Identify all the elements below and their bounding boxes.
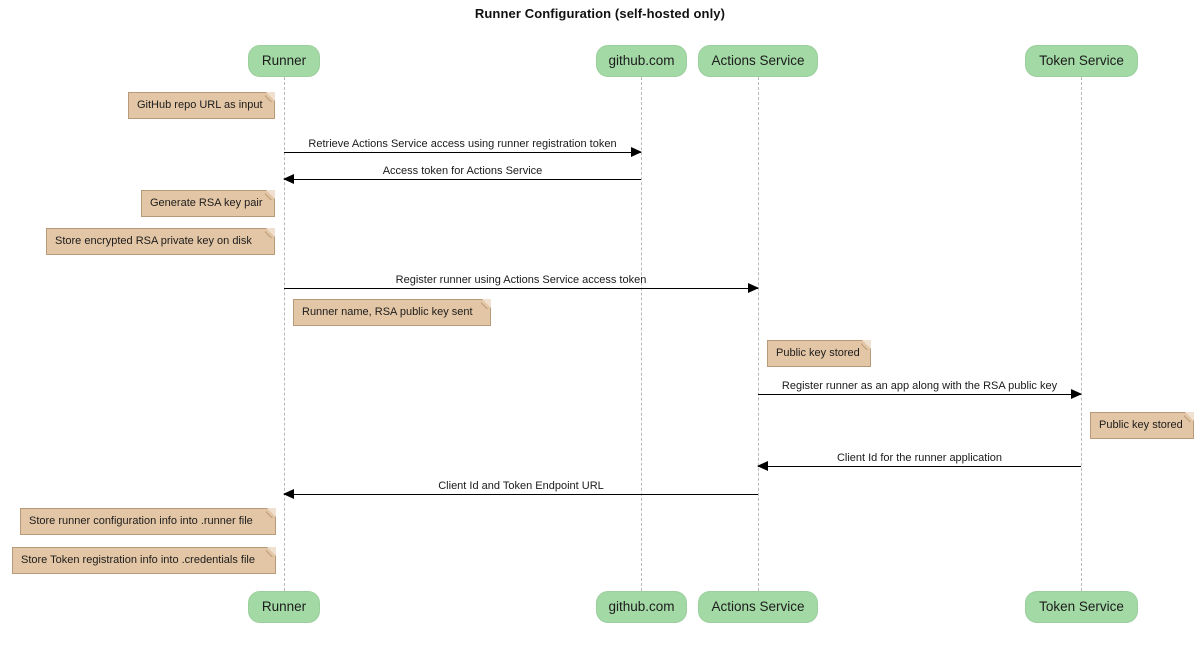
message-m2: Access token for Actions Service <box>283 165 641 184</box>
note-n1: GitHub repo URL as input <box>128 92 275 119</box>
message-label: Access token for Actions Service <box>382 165 543 177</box>
message-m1: Retrieve Actions Service access using ru… <box>284 138 642 157</box>
note-n8: Store Token registration info into .cred… <box>12 547 276 574</box>
note-text: Generate RSA key pair <box>150 197 263 209</box>
participant-runner-bottom[interactable]: Runner <box>248 591 320 623</box>
note-fold-edge-icon <box>481 299 491 309</box>
note-fold-edge-icon <box>1184 412 1194 422</box>
participant-runner-top[interactable]: Runner <box>248 45 320 77</box>
message-m4: Register runner as an app along with the… <box>758 380 1082 399</box>
note-text: Store encrypted RSA private key on disk <box>55 235 252 247</box>
note-fold-edge-icon <box>265 92 275 102</box>
participant-label: Actions Service <box>711 599 805 614</box>
participant-actions-bottom[interactable]: Actions Service <box>698 591 818 623</box>
arrowhead-left-icon <box>283 174 294 184</box>
participant-label: Token Service <box>1039 53 1124 68</box>
participant-label: Token Service <box>1039 599 1124 614</box>
note-fold-edge-icon <box>265 190 275 200</box>
participant-label: github.com <box>608 599 675 614</box>
participant-label: Actions Service <box>711 53 805 68</box>
note-text: Public key stored <box>1099 419 1183 431</box>
message-label: Retrieve Actions Service access using ru… <box>308 138 617 150</box>
lifeline-runner <box>284 77 285 591</box>
arrowhead-left-icon <box>283 489 294 499</box>
message-label: Client Id and Token Endpoint URL <box>438 480 604 492</box>
message-label: Client Id for the runner application <box>836 452 1003 464</box>
message-label: Register runner as an app along with the… <box>781 380 1058 392</box>
note-n4: Runner name, RSA public key sent <box>293 299 491 326</box>
note-fold-edge-icon <box>265 228 275 238</box>
note-text: Store Token registration info into .cred… <box>21 554 255 566</box>
note-text: Store runner configuration info into .ru… <box>29 515 253 527</box>
message-m5: Client Id for the runner application <box>757 452 1081 471</box>
note-text: Public key stored <box>776 347 860 359</box>
note-fold-edge-icon <box>861 340 871 350</box>
participant-label: github.com <box>608 53 675 68</box>
note-text: Runner name, RSA public key sent <box>302 306 473 318</box>
participant-github-bottom[interactable]: github.com <box>596 591 687 623</box>
note-n6: Public key stored <box>1090 412 1194 439</box>
arrowhead-right-icon <box>631 147 642 157</box>
participant-label: Runner <box>261 53 307 68</box>
participant-token-bottom[interactable]: Token Service <box>1025 591 1138 623</box>
lifeline-actions <box>758 77 759 591</box>
participant-github-top[interactable]: github.com <box>596 45 687 77</box>
note-n7: Store runner configuration info into .ru… <box>20 508 276 535</box>
arrowhead-right-icon <box>1071 389 1082 399</box>
participant-label: Runner <box>261 599 307 614</box>
note-fold-edge-icon <box>266 547 276 557</box>
note-fold-edge-icon <box>266 508 276 518</box>
message-m6: Client Id and Token Endpoint URL <box>283 480 758 499</box>
participant-token-top[interactable]: Token Service <box>1025 45 1138 77</box>
message-label: Register runner using Actions Service ac… <box>395 274 647 286</box>
arrowhead-right-icon <box>748 283 759 293</box>
note-text: GitHub repo URL as input <box>137 99 263 111</box>
participant-actions-top[interactable]: Actions Service <box>698 45 818 77</box>
note-n5: Public key stored <box>767 340 871 367</box>
note-n3: Store encrypted RSA private key on disk <box>46 228 275 255</box>
message-m3: Register runner using Actions Service ac… <box>284 274 759 293</box>
note-n2: Generate RSA key pair <box>141 190 275 217</box>
page-title: Runner Configuration (self-hosted only) <box>474 6 726 21</box>
lifeline-token <box>1081 77 1082 591</box>
arrowhead-left-icon <box>757 461 768 471</box>
lifeline-github <box>641 77 642 591</box>
